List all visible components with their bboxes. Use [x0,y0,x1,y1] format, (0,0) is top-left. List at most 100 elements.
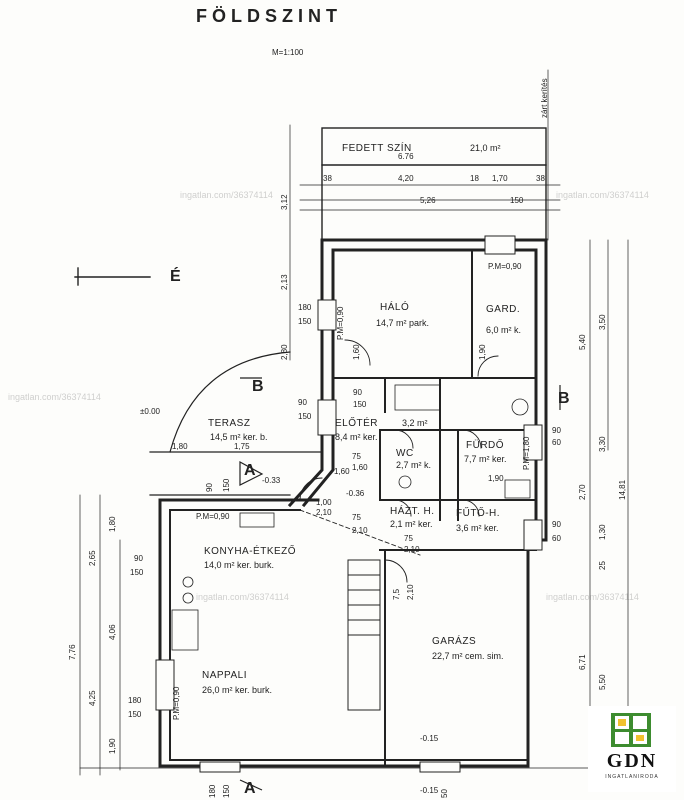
dim-left-top-1: 3,12 [280,194,289,210]
dim-opening-2: 150 [298,317,312,326]
dim-opening-8: 150 [298,412,312,421]
dim-opening-22: 2,10 [404,545,420,554]
dim-right-1: 5,40 [578,334,587,350]
dim-top-3: 18 [470,174,479,183]
dim-left-3: 1,80 [108,516,117,532]
dim-top-6: 5,26 [420,196,436,205]
dim-right-5: 14,81 [618,479,627,500]
room-boiler-area: 3,6 m² ker. [456,523,499,533]
dim-opening-13: 1,60 [352,463,368,472]
sill-3: P.M=1,80 [522,436,531,470]
room-living-name: NAPPALI [202,670,247,681]
level-4: -0.15 [420,734,439,743]
dim-opening-23: 90 [552,520,561,529]
logo-subtitle: INGATLANIRODA [605,774,659,780]
room-utility-area: 2,1 m² ker. [390,519,433,529]
dim-right-6: 1,30 [598,524,607,540]
window-logo-icon [611,713,651,747]
logo-brand: GDN [606,750,658,772]
watermark-2: ingatlan.com/36374114 [556,190,649,200]
dim-right-4: 2,70 [578,484,587,500]
dim-right-8: 6,71 [578,654,587,670]
dim-opening-30: 150 [128,710,142,719]
dim-top-2: 4,20 [398,174,414,183]
sill-1: P.M=0,90 [336,306,345,340]
dimension-lines [79,69,641,776]
section-markers [239,377,561,791]
section-mark-b-left: B [252,378,264,395]
room-bedroom-name: HÁLÓ [380,302,410,313]
dim-opening-20: 2,10 [352,526,368,535]
room-wc-area: 2,7 m² k. [396,460,432,470]
room-bathroom-area: 7,7 m² ker. [464,454,507,464]
dim-left-5: 4,25 [88,690,97,706]
dim-top-1: 38 [323,174,332,183]
dim-opening-17: 1,00 [316,498,332,507]
room-kitchen-name: KONYHA-ÉTKEZŐ [204,546,297,557]
dim-opening-9: 1,90 [488,474,504,483]
dim-opening-14: 1,60 [334,467,350,476]
door-swings [299,339,499,583]
dim-right-3: 3,30 [598,436,607,452]
room-hall-name: ELŐTÉR [335,418,379,429]
dim-opening-24: 60 [552,534,561,543]
room-pantry-area: 3,2 m² [402,418,428,428]
interior-walls [169,249,537,767]
dim-right-9: 5,50 [598,674,607,690]
dim-opening-7: 90 [298,398,307,407]
room-living-area: 26,0 m² ker. burk. [202,685,273,695]
dim-opening-4: 1,90 [478,344,487,360]
dim-right-2: 3,50 [598,314,607,330]
sill-2: P.M=0,90 [488,262,522,271]
room-kitchen-area: 14,0 m² ker. burk. [204,560,275,570]
room-wc-name: WC [396,448,414,459]
room-wardrobe-name: GARD. [486,304,521,315]
dim-opening-26: 2,10 [406,584,415,600]
dim-opening-28: 150 [130,568,144,577]
room-wardrobe-area: 6,0 m² k. [486,325,522,335]
page-title: FÖLDSZINT [196,6,342,26]
fixtures [171,384,531,651]
dim-top-7: 150 [510,196,524,205]
dim-opening-21: 75 [404,534,413,543]
windows [155,235,543,773]
watermark-3: ingatlan.com/36374114 [8,392,101,402]
dim-opening-11: 60 [552,438,561,447]
watermark-4: ingatlan.com/36374114 [196,592,289,602]
room-covered-number: 6.76 [398,152,414,161]
dim-left-1: 7,76 [68,644,77,660]
stair [347,559,381,711]
section-mark-b-right: B [558,390,570,407]
room-covered-name: FEDETT SZÍN [342,143,412,154]
room-utility-name: HÁZT. H. [390,506,435,517]
watermark-5: ingatlan.com/36374114 [546,592,639,602]
room-bathroom-name: FÜRDŐ [466,440,505,451]
dim-opening-10: 90 [552,426,561,435]
fence-note: zárt kerítés [540,78,549,118]
watermark-1: ingatlan.com/36374114 [180,190,273,200]
dim-bottom-3: 50 [440,789,449,798]
dim-right-7: 25 [598,561,607,570]
level-1: ±0.00 [140,407,160,416]
room-hall-area: 8,4 m² ker. [335,432,378,442]
agency-logo: GDN INGATLANIRODA [588,706,676,792]
level-2: -0.33 [262,476,281,485]
dim-top-4: 1,70 [492,174,508,183]
dim-terrace-1: 1,80 [172,442,188,451]
room-garage-name: GARÁZS [432,636,477,647]
dim-bottom-1: 180 [208,784,217,798]
level-3: -0.36 [346,489,365,498]
room-garage-area: 22,7 m² cem. sim. [432,651,504,661]
section-mark-a-top: A [244,462,256,479]
dim-top-5: 38 [536,174,545,183]
dim-opening-19: 75 [352,513,361,522]
room-bedroom-area: 14,7 m² park. [376,318,430,328]
dim-opening-27: 90 [134,554,143,563]
dim-left-top-3: 2,80 [280,344,289,360]
dim-opening-5: 90 [353,388,362,397]
sill-4: P.M=0,90 [196,512,230,521]
north-label: É [170,268,181,285]
room-terrace-name: TERASZ [208,418,251,429]
section-mark-a-bottom: A [244,780,256,797]
